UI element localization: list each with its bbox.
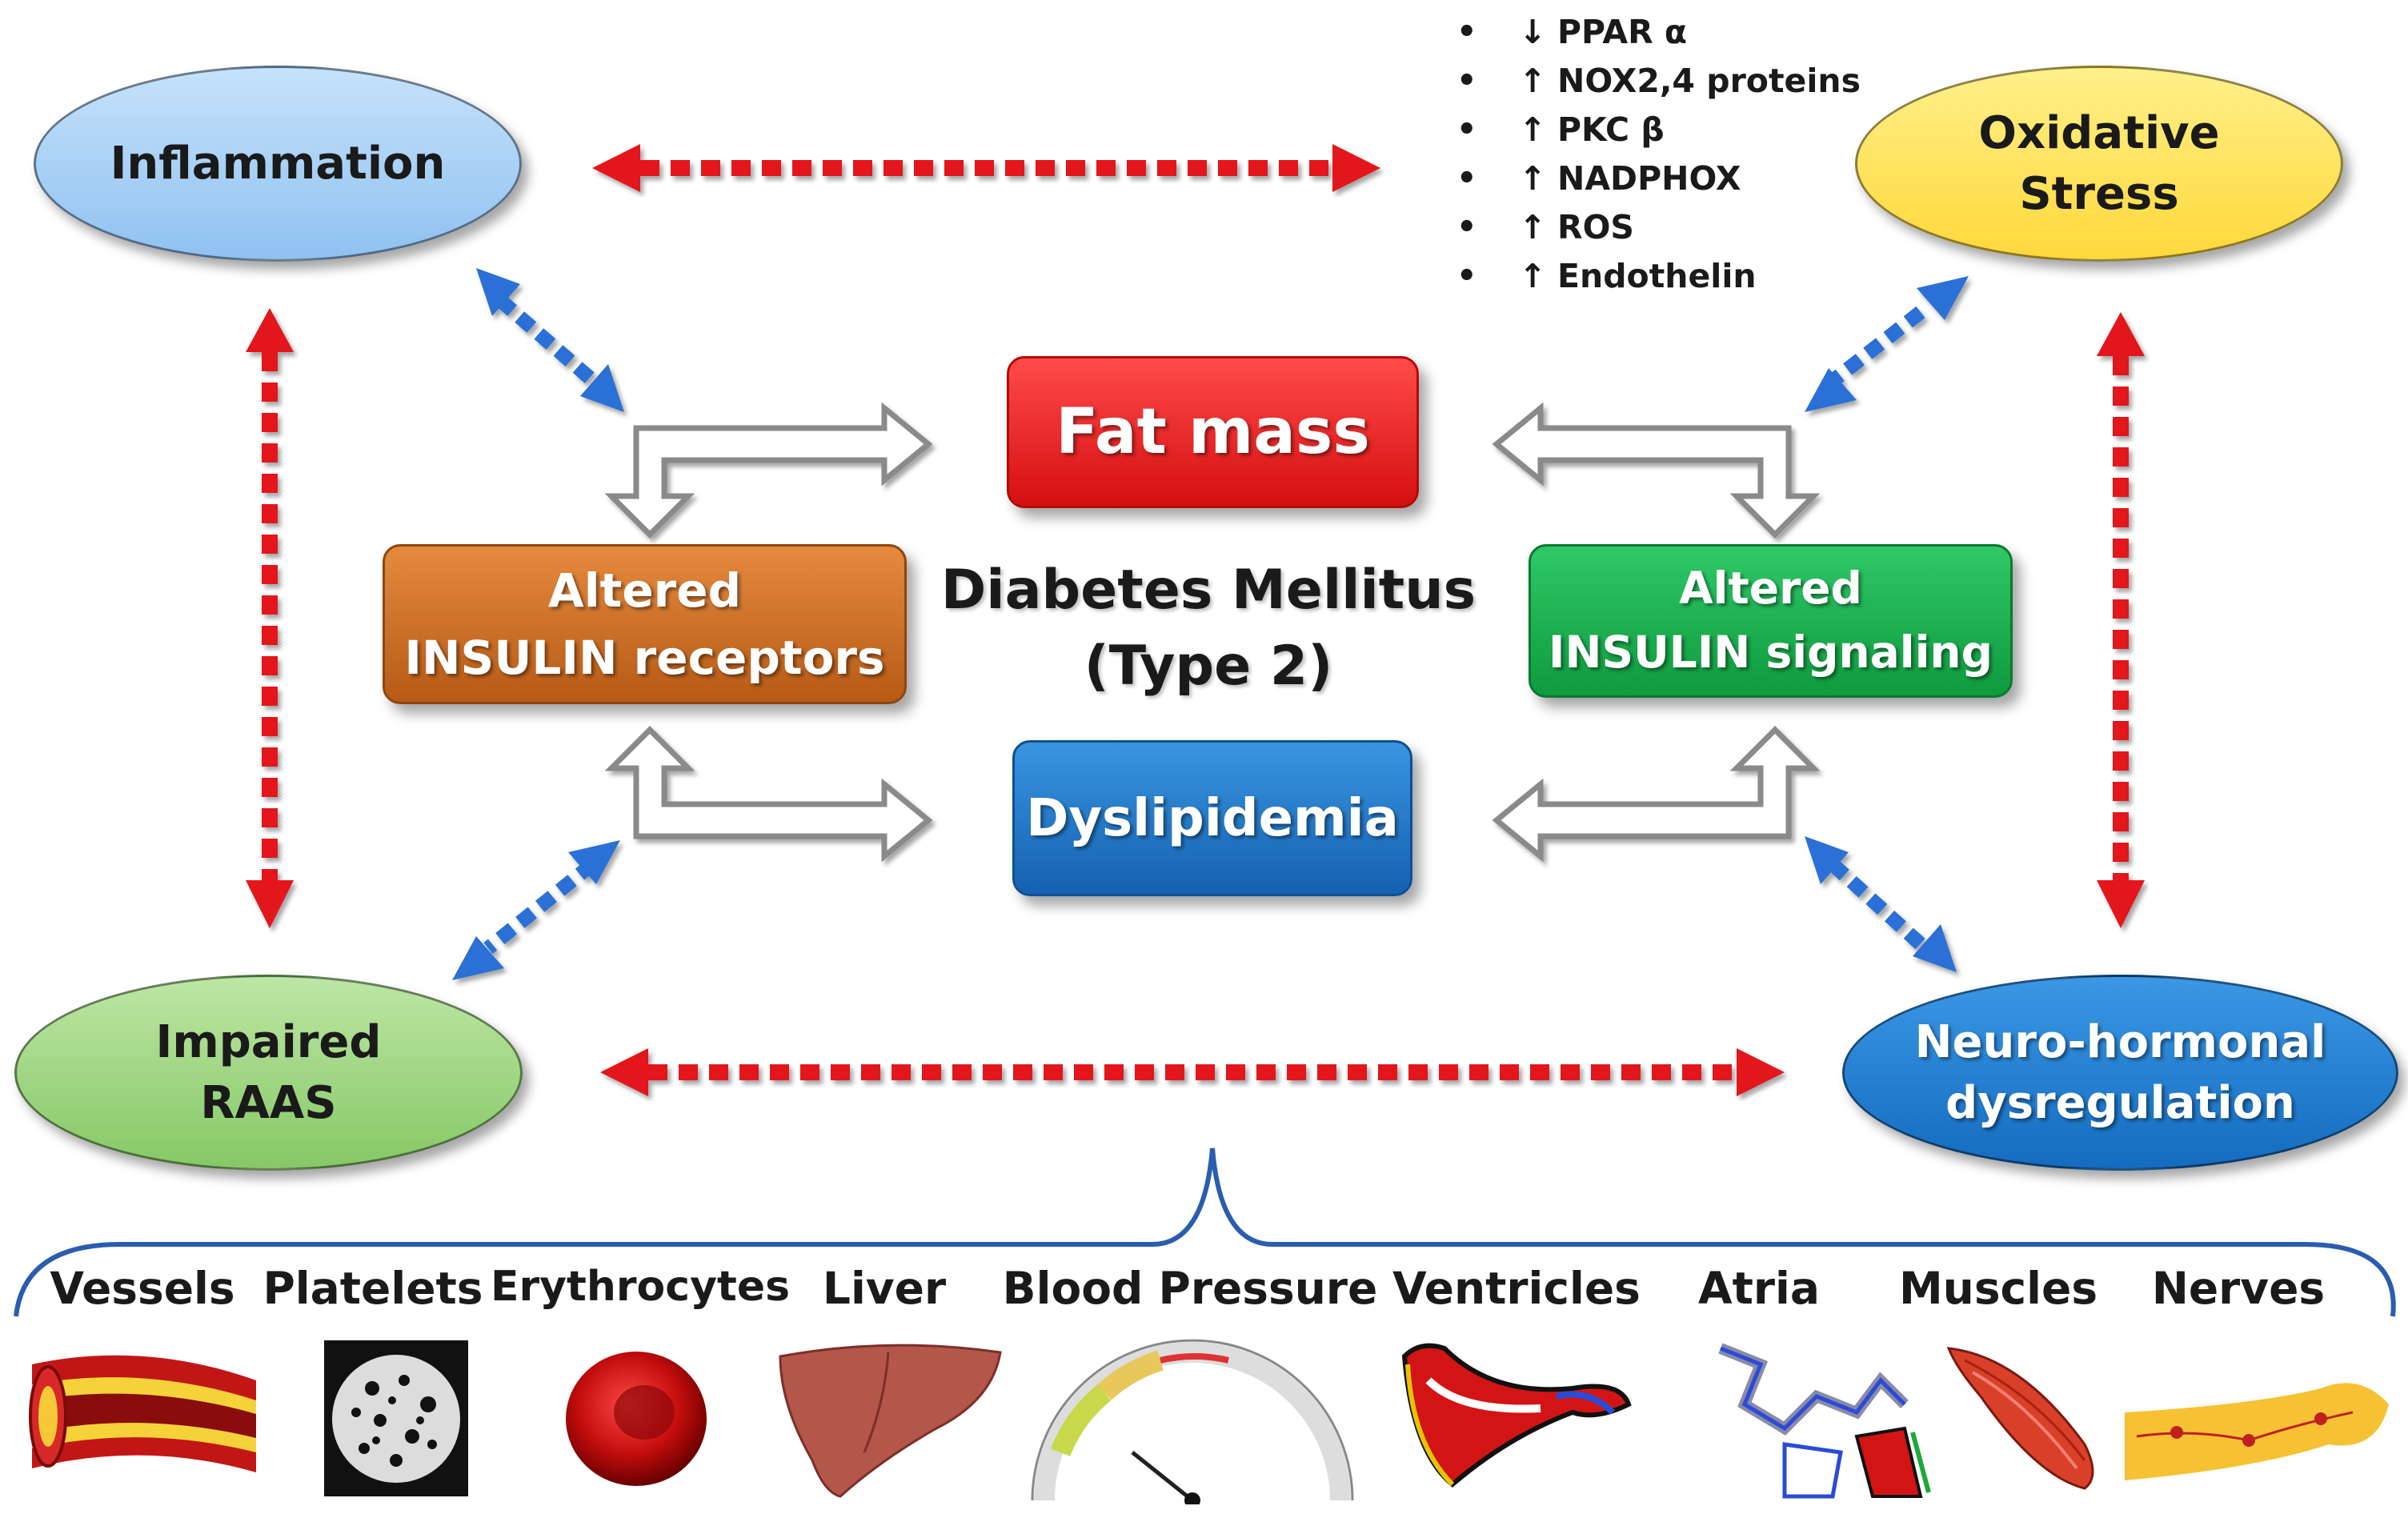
marker-item: ↑ PKC β bbox=[1456, 106, 1861, 154]
dyslipidemia-box: Dyslipidemia bbox=[1012, 740, 1412, 896]
neuro-hormonal-node: Neuro-hormonal dysregulation bbox=[1842, 975, 2398, 1171]
organ-label-muscles: Muscles bbox=[1898, 1263, 2098, 1314]
organ-label-blood-pressure: Blood Pressure bbox=[1002, 1263, 1378, 1314]
up-arrow-icon: ↑ bbox=[1519, 159, 1547, 198]
gray-arrow-receptors-dys bbox=[604, 726, 933, 863]
organ-label-vessels: Vessels bbox=[50, 1263, 235, 1314]
nerve-illustration bbox=[2125, 1383, 2389, 1480]
marker-item: ↓ PPAR α bbox=[1456, 8, 1861, 57]
organ-label-liver: Liver bbox=[822, 1263, 947, 1314]
insulin-receptors-label: Altered INSULIN receptors bbox=[404, 563, 885, 685]
oxidative-marker-list: ↓ PPAR α ↑ NOX2,4 proteins ↑ PKC β ↑ NADPHOX… bbox=[1456, 8, 1861, 301]
organ-label-nerves: Nerves bbox=[2151, 1263, 2326, 1314]
up-arrow-icon: ↑ bbox=[1519, 257, 1547, 295]
organ-label-ventricles: Ventricles bbox=[1392, 1263, 1641, 1314]
marker-label: PKC β bbox=[1557, 110, 1665, 149]
oxidative-stress-label: Oxidative Stress bbox=[1978, 106, 2220, 220]
red-arrow-left bbox=[246, 308, 294, 928]
organ-label-erythrocytes: Erythrocytes bbox=[490, 1263, 791, 1311]
down-arrow-icon: ↓ bbox=[1519, 13, 1547, 51]
fat-mass-box: Fat mass bbox=[1007, 356, 1419, 508]
erythrocyte-illustration bbox=[566, 1352, 707, 1486]
organ-brace bbox=[14, 1148, 2396, 1317]
gauge-illustration bbox=[1031, 1339, 1354, 1504]
up-arrow-icon: ↑ bbox=[1519, 208, 1547, 246]
vessel-illustration bbox=[29, 1355, 256, 1472]
marker-item: ↑ NOX2,4 proteins bbox=[1456, 57, 1861, 106]
up-arrow-icon: ↑ bbox=[1519, 110, 1547, 149]
impaired-raas-node: Impaired RAAS bbox=[14, 975, 523, 1171]
marker-label: PPAR α bbox=[1557, 13, 1688, 51]
red-arrow-top bbox=[592, 144, 1380, 192]
blue-arrow-oxidative bbox=[1805, 276, 1969, 412]
organ-label-atria: Atria bbox=[1698, 1263, 1820, 1314]
insulin-signaling-label: Altered INSULIN signaling bbox=[1549, 563, 1993, 678]
gray-arrow-receptors-fat bbox=[604, 402, 933, 539]
diabetes-title: Diabetes Mellitus (Type 2) bbox=[940, 559, 1476, 699]
gray-arrow-signaling-dys bbox=[1492, 726, 1821, 863]
marker-label: Endothelin bbox=[1557, 257, 1757, 295]
organ-label-platelets: Platelets bbox=[262, 1263, 483, 1314]
up-arrow-icon: ↑ bbox=[1519, 62, 1547, 100]
marker-label: NADPHOX bbox=[1557, 159, 1741, 198]
oxidative-stress-node: Oxidative Stress bbox=[1855, 66, 2343, 262]
marker-item: ↑ ROS bbox=[1456, 203, 1861, 252]
inflammation-label: Inflammation bbox=[110, 137, 446, 190]
marker-label: ROS bbox=[1557, 208, 1634, 246]
gray-arrow-signaling-fat bbox=[1492, 402, 1821, 539]
blue-arrow-neuro bbox=[1805, 836, 1957, 972]
insulin-signaling-box: Altered INSULIN signaling bbox=[1529, 544, 2013, 698]
platelet-illustration bbox=[324, 1340, 468, 1496]
red-arrow-bottom bbox=[600, 1048, 1785, 1096]
inflammation-node: Inflammation bbox=[34, 66, 522, 262]
neuro-hormonal-label: Neuro-hormonal dysregulation bbox=[1914, 1015, 2326, 1129]
liver-illustration bbox=[779, 1344, 1002, 1498]
dyslipidemia-label: Dyslipidemia bbox=[1026, 788, 1399, 848]
impaired-raas-label: Impaired RAAS bbox=[155, 1015, 382, 1129]
blue-arrow-raas bbox=[452, 840, 620, 980]
marker-label: NOX2,4 proteins bbox=[1557, 62, 1861, 100]
red-arrow-right bbox=[2097, 312, 2145, 928]
atria-illustration bbox=[1718, 1343, 1931, 1499]
ventricles-illustration bbox=[1401, 1343, 1632, 1488]
marker-item: ↑ Endothelin bbox=[1456, 252, 1861, 301]
blue-arrow-inflammation bbox=[476, 268, 624, 412]
insulin-receptors-box: Altered INSULIN receptors bbox=[383, 544, 907, 704]
fat-mass-label: Fat mass bbox=[1056, 396, 1370, 468]
marker-item: ↑ NADPHOX bbox=[1456, 154, 1861, 203]
muscle-illustration bbox=[1946, 1347, 2094, 1490]
